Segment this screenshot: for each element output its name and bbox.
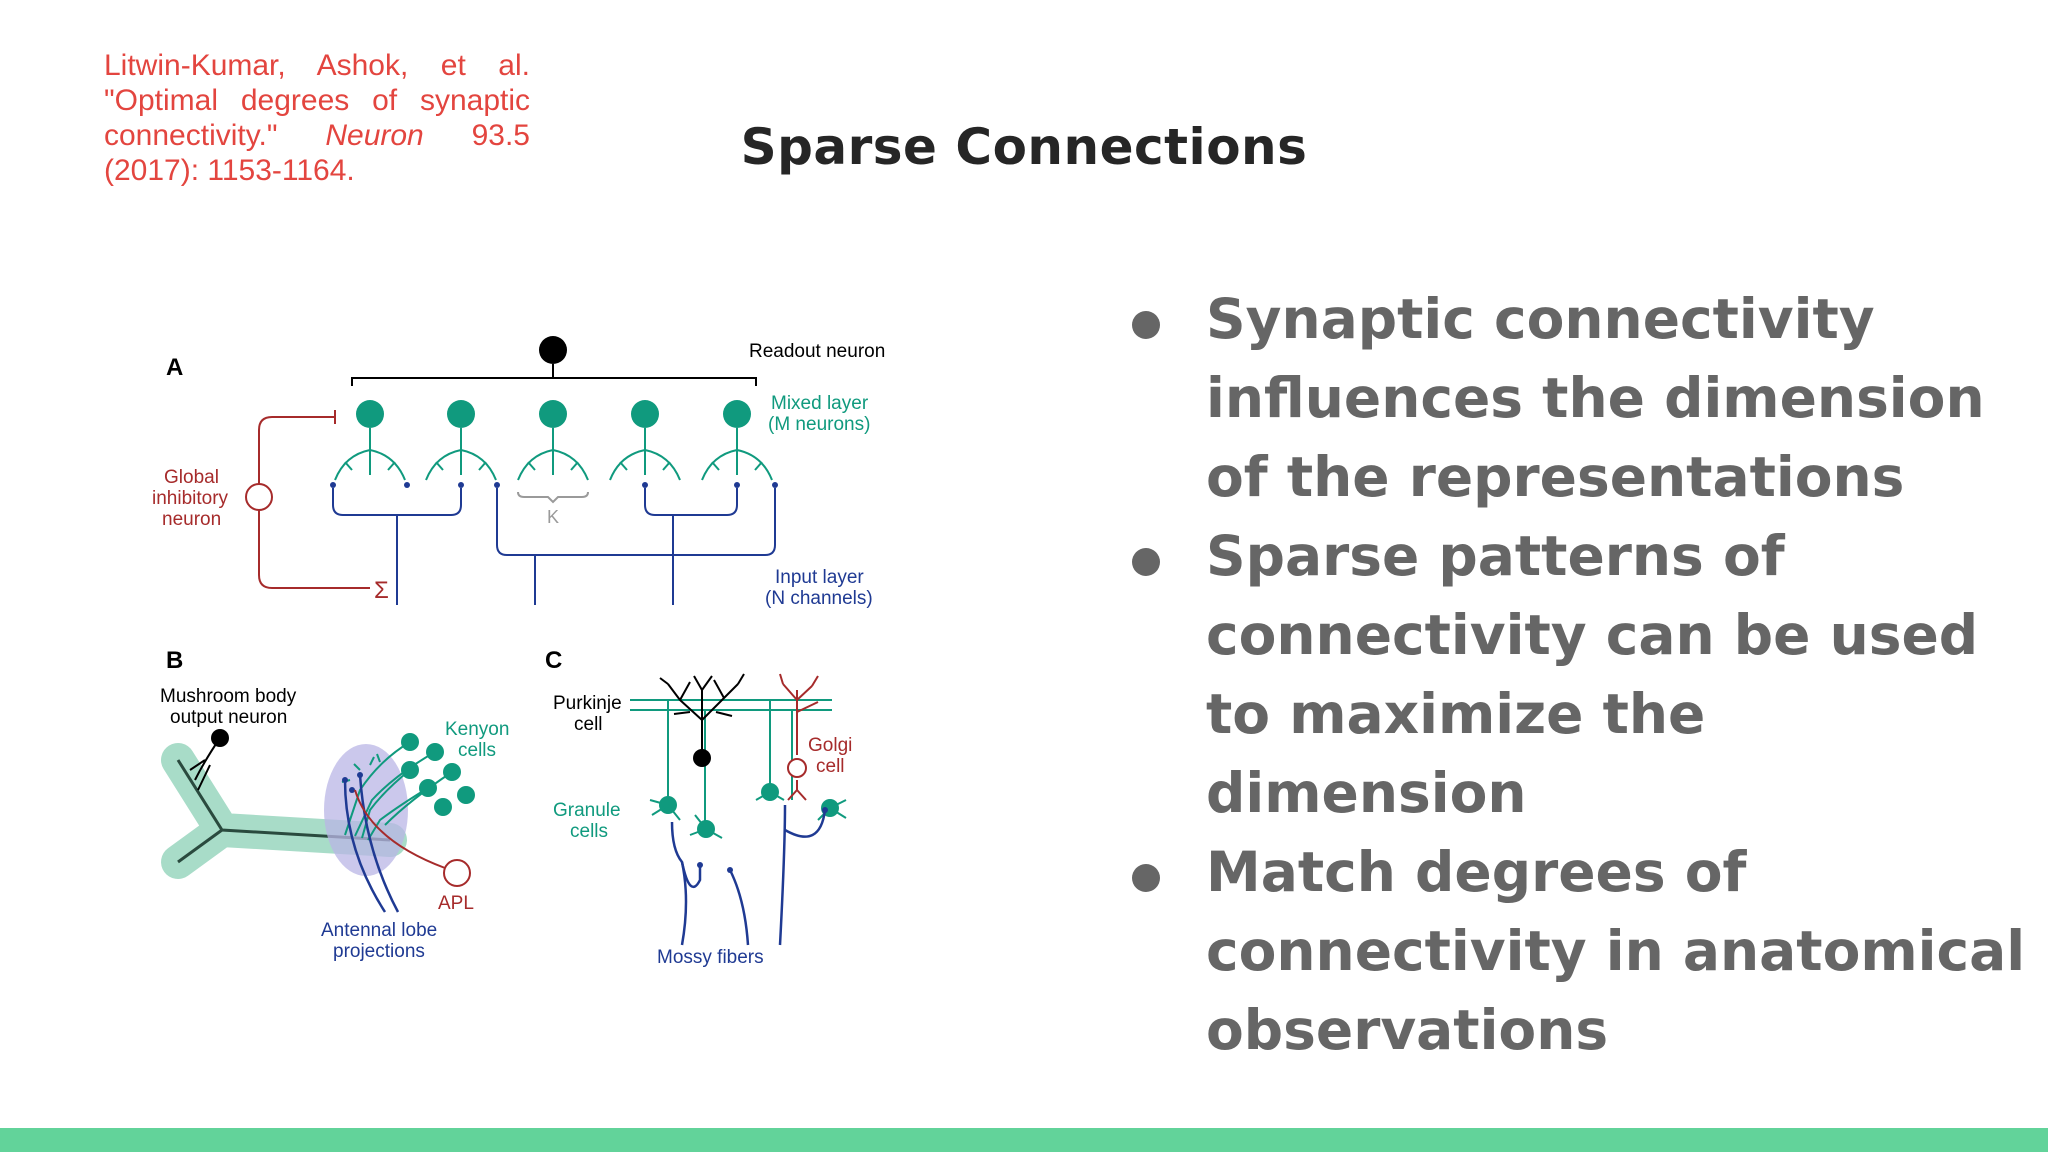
bullet-line: Match degrees of <box>1206 840 1747 904</box>
global-inhibitory-neuron <box>245 483 273 511</box>
granule-label-1: Granule <box>553 800 621 821</box>
bullet-list: Synaptic connectivity influences the dim… <box>1128 280 2028 1070</box>
golgi-label-2: cell <box>816 756 845 777</box>
panel-c-letter: C <box>545 647 562 674</box>
citation-line-1: Litwin-Kumar, Ashok, et al. <box>104 49 530 82</box>
citation-line-2: "Optimal degrees of synaptic <box>104 84 530 117</box>
bullet-dot-icon <box>1132 548 1160 576</box>
citation-line-3: connectivity." Neuron 93.5 <box>104 118 530 153</box>
purkinje-cell <box>659 673 745 756</box>
global-label-1: Global <box>164 467 219 488</box>
mixed-neuron <box>631 400 659 428</box>
purkinje-label-1: Purkinje <box>553 693 622 714</box>
bullet-line: influences the dimension <box>1206 366 1985 430</box>
mixed-neuron <box>447 400 475 428</box>
bullet-item: Synaptic connectivity influences the dim… <box>1128 280 2028 517</box>
citation-line-3-text: connectivity." <box>104 119 278 152</box>
apl-neuron <box>443 859 471 887</box>
antennal-label-2: projections <box>333 941 425 962</box>
antennal-label-1: Antennal lobe <box>321 920 437 941</box>
bullet-line: observations <box>1206 998 1609 1062</box>
sigma-label: Σ <box>374 577 389 604</box>
bullet-line: connectivity in anatomical <box>1206 919 2026 983</box>
readout-label: Readout neuron <box>749 341 885 362</box>
kenyon-label-2: cells <box>458 740 496 761</box>
mbon-label-2: output neuron <box>170 707 287 728</box>
granule-cells <box>659 783 839 838</box>
slide-title: Sparse Connections <box>740 118 1308 176</box>
citation: Litwin-Kumar, Ashok, et al. "Optimal deg… <box>104 48 530 188</box>
mossy-label: Mossy fibers <box>657 947 764 968</box>
mixed-neuron <box>356 400 384 428</box>
mixed-layer-label-1: Mixed layer <box>771 393 869 414</box>
mixed-neuron <box>539 400 567 428</box>
purkinje-label-2: cell <box>574 714 603 735</box>
readout-neuron <box>539 336 567 364</box>
footer-accent-bar <box>0 1128 2048 1152</box>
bullet-line: connectivity can be used <box>1206 603 1979 667</box>
mbon-label-1: Mushroom body <box>160 686 297 707</box>
apl-label: APL <box>438 893 474 914</box>
input-layer-label-2: (N channels) <box>765 588 873 609</box>
bullet-line: Synaptic connectivity <box>1206 287 1875 351</box>
global-label-2: inhibitory <box>152 488 229 509</box>
global-label-3: neuron <box>162 509 221 530</box>
mixed-neuron <box>723 400 751 428</box>
granule-label-2: cells <box>570 821 608 842</box>
bullet-item: Sparse patterns of connectivity can be u… <box>1128 517 2028 833</box>
mixed-layer-label-2: (M neurons) <box>768 414 870 435</box>
bullet-dot-icon <box>1132 311 1160 339</box>
golgi-cell <box>787 758 807 778</box>
bullet-line: of the representations <box>1206 445 1905 509</box>
mixed-layer <box>356 400 751 428</box>
bullet-item: Match degrees of connectivity in anatomi… <box>1128 833 2028 1070</box>
bullet-line: to maximize the dimension <box>1206 682 1706 825</box>
citation-line-4: (2017): 1153-1164. <box>104 154 355 187</box>
kenyon-label-1: Kenyon <box>445 719 509 740</box>
bullet-line: Sparse patterns of <box>1206 524 1785 588</box>
citation-journal: Neuron <box>325 119 424 152</box>
k-label: K <box>547 507 559 527</box>
panel-a-letter: A <box>166 354 183 381</box>
panel-b-letter: B <box>166 647 183 674</box>
citation-volume: 93.5 <box>471 119 530 152</box>
input-layer-label-1: Input layer <box>775 567 864 588</box>
bullet-dot-icon <box>1132 864 1160 892</box>
neuron-figure: A Readout neuron K Input layer <box>152 336 885 968</box>
golgi-label-1: Golgi <box>808 735 852 756</box>
